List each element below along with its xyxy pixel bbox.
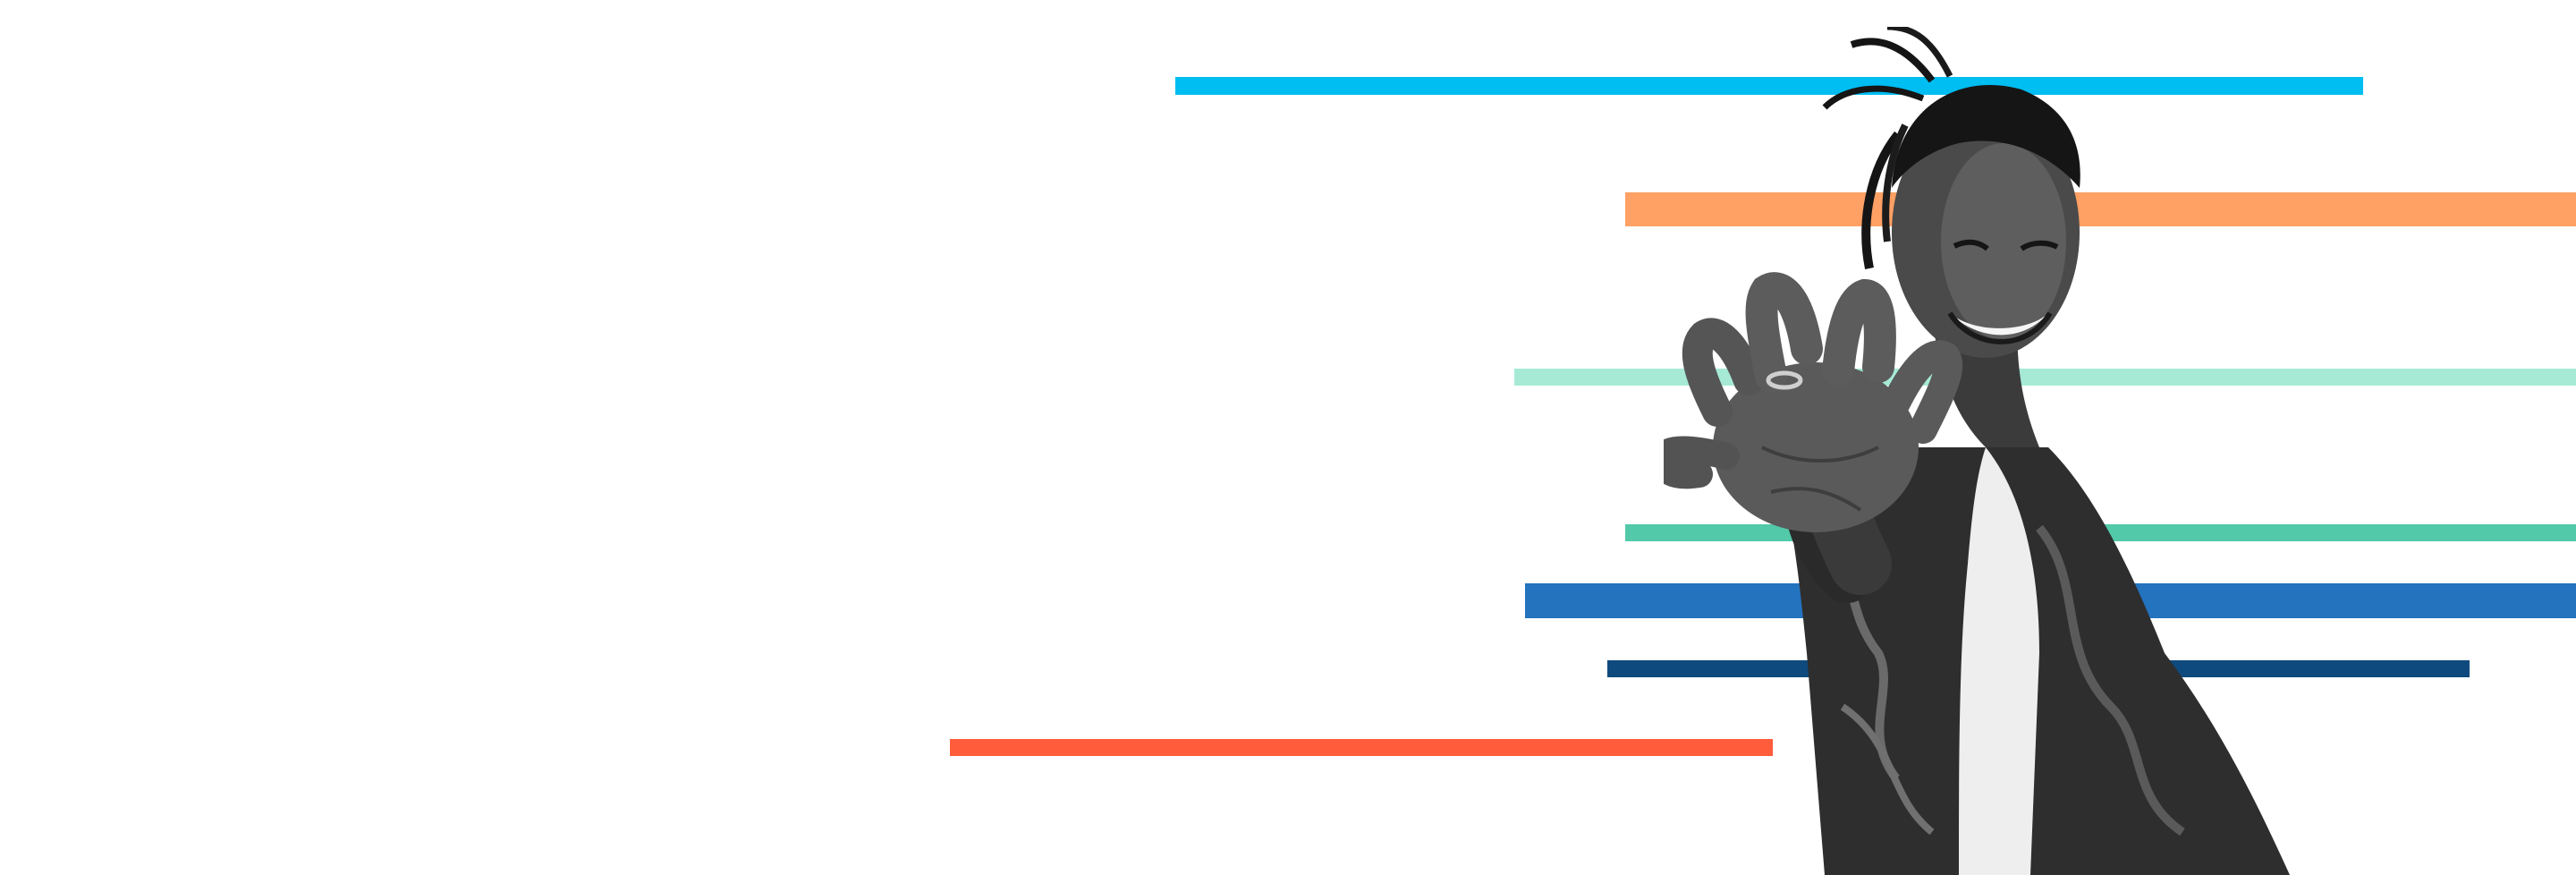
stripe-red — [950, 739, 1773, 756]
stripe-cyan — [1175, 77, 2363, 95]
stripe-orange — [1625, 192, 2576, 226]
smiling-man-icon — [1664, 27, 2290, 875]
person-photo — [1664, 27, 2343, 875]
